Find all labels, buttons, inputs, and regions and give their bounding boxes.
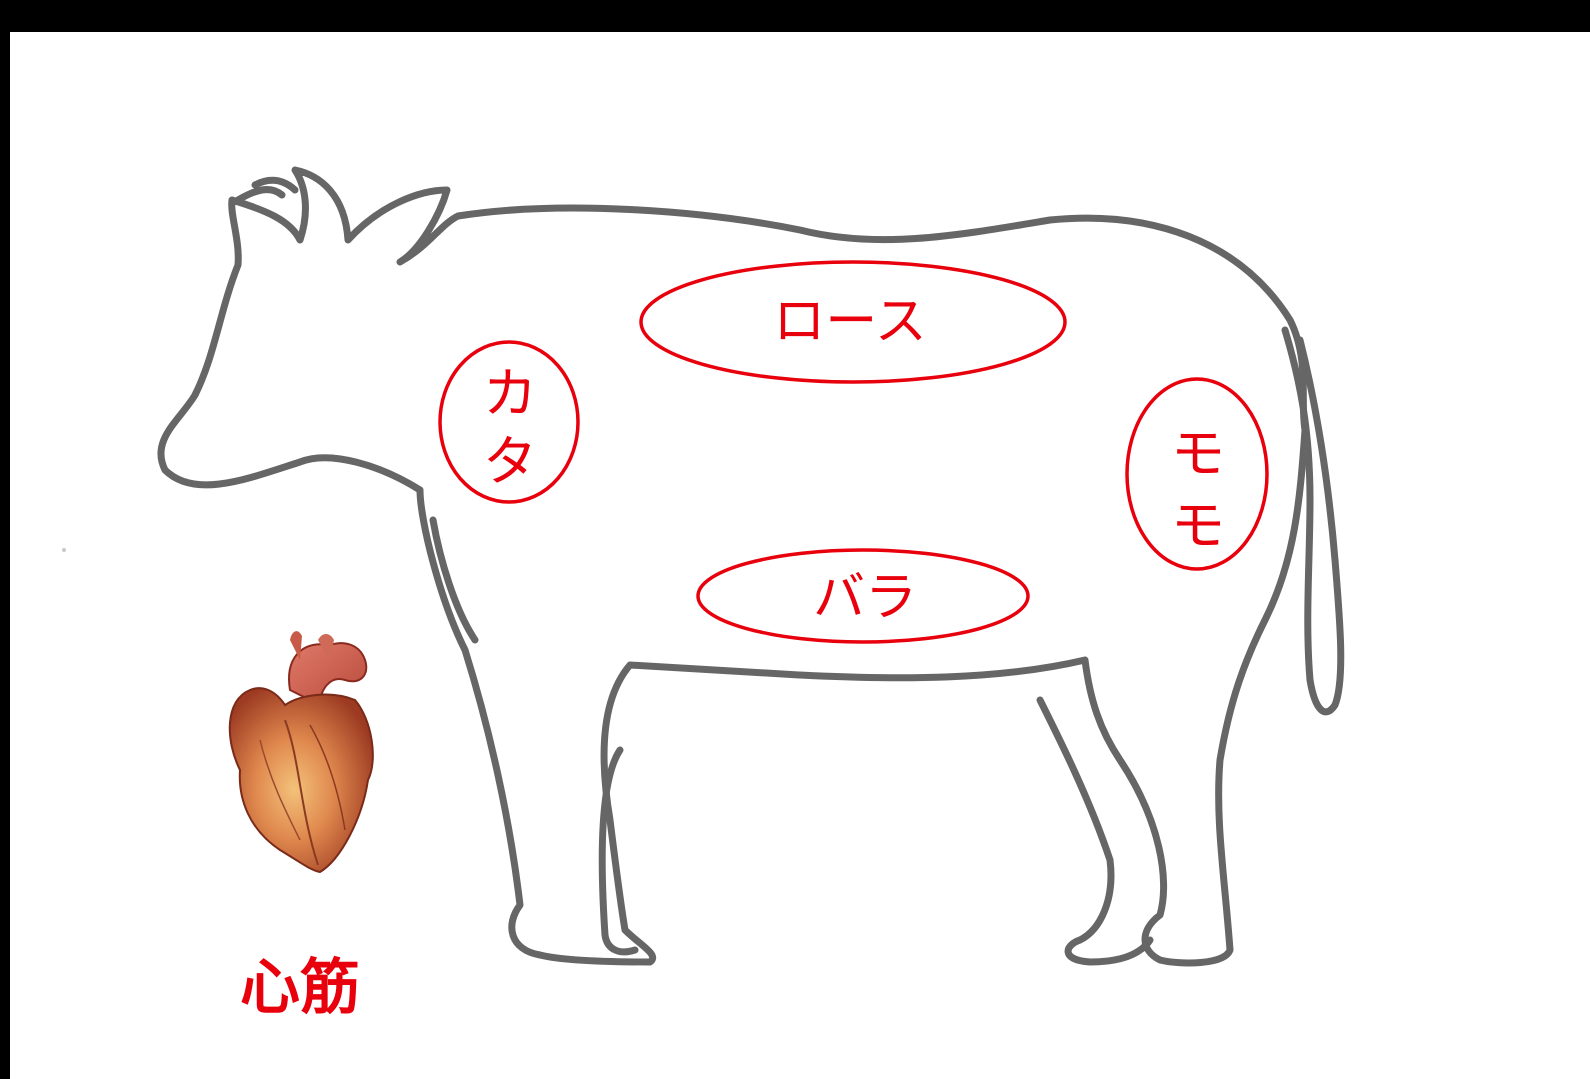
label-bara: バラ [812, 568, 917, 628]
label-momo-char-2: モ [1171, 494, 1225, 557]
heart-body [228, 687, 374, 874]
roast-marker [639, 260, 1067, 384]
label-roast: ロース [773, 292, 927, 352]
left-black-bar [0, 0, 10, 1079]
heart-vein-3 [259, 739, 301, 841]
cow-front-leg-inner [429, 516, 479, 644]
kata-marker [438, 340, 580, 504]
label-heart: 心筋 [240, 953, 360, 1023]
cow-ear-1 [234, 186, 286, 204]
cut-markers [438, 260, 1269, 644]
cow-tail [1281, 326, 1345, 716]
heart-vein-2 [309, 724, 346, 831]
diagram-canvas [10, 32, 1590, 1079]
top-black-bar [0, 0, 1590, 32]
label-kata-char-2: タ [483, 430, 537, 493]
heart-aorta [288, 642, 368, 707]
cow-icon [157, 166, 1345, 967]
cow-hind-leg-front [1036, 696, 1154, 966]
bara-marker [696, 548, 1030, 644]
heart-vessel-2 [318, 634, 334, 662]
stray-dot [62, 548, 66, 552]
momo-marker [1125, 377, 1269, 571]
label-momo: モ モ [1128, 418, 1268, 562]
heart-vessel-1 [290, 631, 302, 660]
label-kata: カ タ [440, 360, 580, 496]
label-momo-char-1: モ [1171, 422, 1225, 485]
heart-icon [228, 631, 374, 874]
cow-body-outline [157, 166, 1309, 967]
heart-vein-1 [284, 719, 319, 866]
label-kata-char-1: カ [483, 362, 537, 425]
cow-ear-2 [251, 176, 299, 194]
cow-front-leg-back [598, 746, 639, 956]
